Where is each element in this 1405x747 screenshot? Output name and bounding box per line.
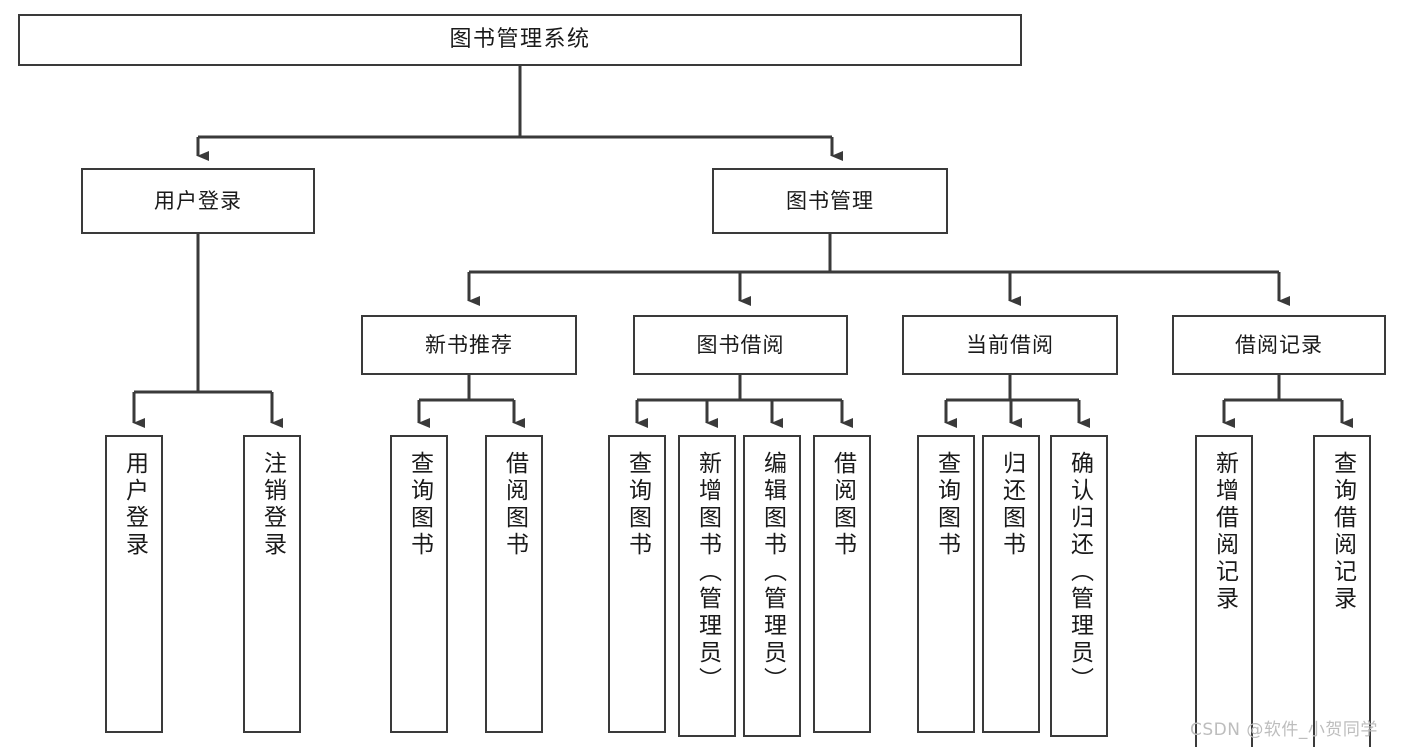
node-label: 借阅图书 xyxy=(829,451,856,559)
node-label: 用户登录 xyxy=(121,451,148,559)
node-label: 查询图书 xyxy=(624,451,651,559)
leaf-borrow-book-recommend[interactable]: 借阅图书 xyxy=(485,435,543,733)
leaf-add-borrow-record[interactable]: 新增借阅记录 xyxy=(1195,435,1253,747)
node-label: 查询图书 xyxy=(933,451,960,559)
leaf-edit-book-admin[interactable]: 编辑图书（管理员） xyxy=(743,435,801,737)
leaf-user-logout[interactable]: 注销登录 xyxy=(243,435,301,733)
csdn-watermark: CSDN @软件_小贺同学 xyxy=(1190,720,1378,740)
node-label: 注销登录 xyxy=(259,451,286,559)
node-new-book-recommend[interactable]: 新书推荐 xyxy=(361,315,577,375)
node-label: 借阅图书 xyxy=(501,451,528,559)
leaf-query-book-recommend[interactable]: 查询图书 xyxy=(390,435,448,733)
leaf-query-borrow-record[interactable]: 查询借阅记录 xyxy=(1313,435,1371,747)
node-label: 编辑图书（管理员） xyxy=(759,451,786,694)
node-label: 新书推荐 xyxy=(425,332,513,357)
node-root-library-system[interactable]: 图书管理系统 xyxy=(18,14,1022,66)
node-label: 图书借阅 xyxy=(696,332,785,357)
leaf-query-book-borrow[interactable]: 查询图书 xyxy=(608,435,666,733)
node-user-login[interactable]: 用户登录 xyxy=(81,168,315,234)
node-borrow-record[interactable]: 借阅记录 xyxy=(1172,315,1386,375)
node-label: 确认归还（管理员） xyxy=(1066,451,1093,694)
node-current-borrow[interactable]: 当前借阅 xyxy=(902,315,1118,375)
leaf-borrow-book-borrow[interactable]: 借阅图书 xyxy=(813,435,871,733)
leaf-confirm-return-admin[interactable]: 确认归还（管理员） xyxy=(1050,435,1108,737)
node-label: 当前借阅 xyxy=(966,332,1054,357)
leaf-add-book-admin[interactable]: 新增图书（管理员） xyxy=(678,435,736,737)
node-book-borrow[interactable]: 图书借阅 xyxy=(633,315,848,375)
node-label: 查询借阅记录 xyxy=(1329,451,1356,613)
leaf-query-book-current[interactable]: 查询图书 xyxy=(917,435,975,733)
leaf-return-book[interactable]: 归还图书 xyxy=(982,435,1040,733)
node-label: 新增借阅记录 xyxy=(1211,451,1238,613)
node-label: 归还图书 xyxy=(998,451,1025,559)
leaf-user-login[interactable]: 用户登录 xyxy=(105,435,163,733)
node-label: 查询图书 xyxy=(406,451,433,559)
node-label: 借阅记录 xyxy=(1235,332,1323,357)
node-label: 图书管理系统 xyxy=(449,27,591,53)
node-label: 新增图书（管理员） xyxy=(694,451,721,694)
node-label: 图书管理 xyxy=(786,188,874,213)
node-label: 用户登录 xyxy=(154,188,242,213)
node-book-manage[interactable]: 图书管理 xyxy=(712,168,948,234)
